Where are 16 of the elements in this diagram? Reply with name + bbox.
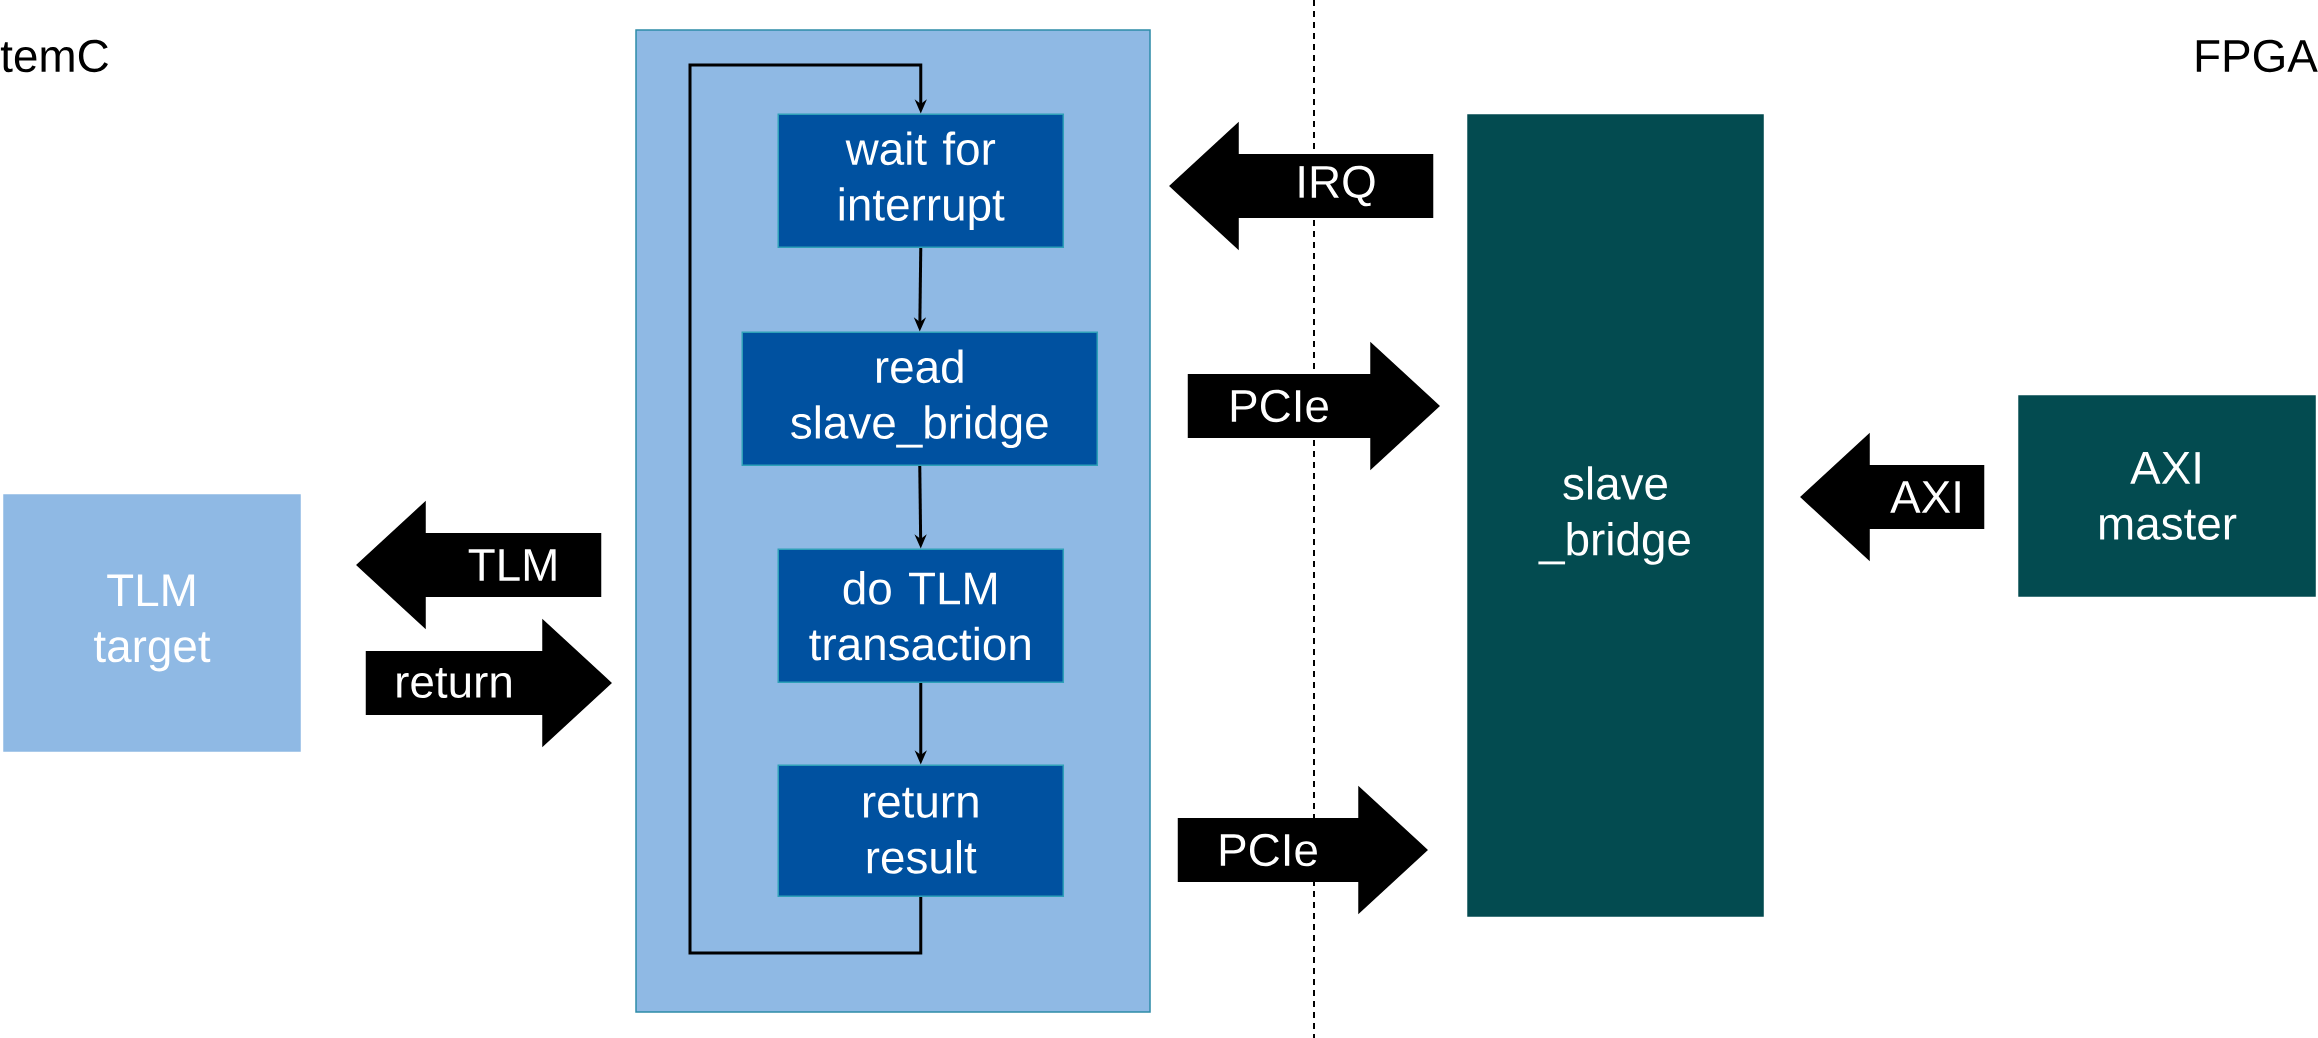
corner-label: FPGA: [2196, 39, 2318, 73]
master-box: AXI master: [2018, 395, 2316, 597]
process-box: read slave_bridge: [741, 331, 1098, 466]
arrow: [688, 63, 927, 955]
bridge-box: slave _bridge: [1467, 114, 1764, 917]
arrow-label: IRQ: [1299, 165, 1375, 207]
arrow-label: PCIe: [1220, 833, 1317, 867]
target-box: TLM target: [3, 494, 301, 752]
arrow-label: return: [397, 667, 511, 699]
arrow-label: AXI: [1890, 481, 1960, 513]
process-box: do TLM transaction: [777, 548, 1064, 683]
arrow-label: TLM: [468, 549, 556, 581]
process-box: return result: [777, 764, 1064, 897]
arrow-label: PCIe: [1231, 389, 1328, 423]
corner-label: temC: [0, 39, 108, 73]
process-box: wait for interrupt: [777, 113, 1064, 248]
